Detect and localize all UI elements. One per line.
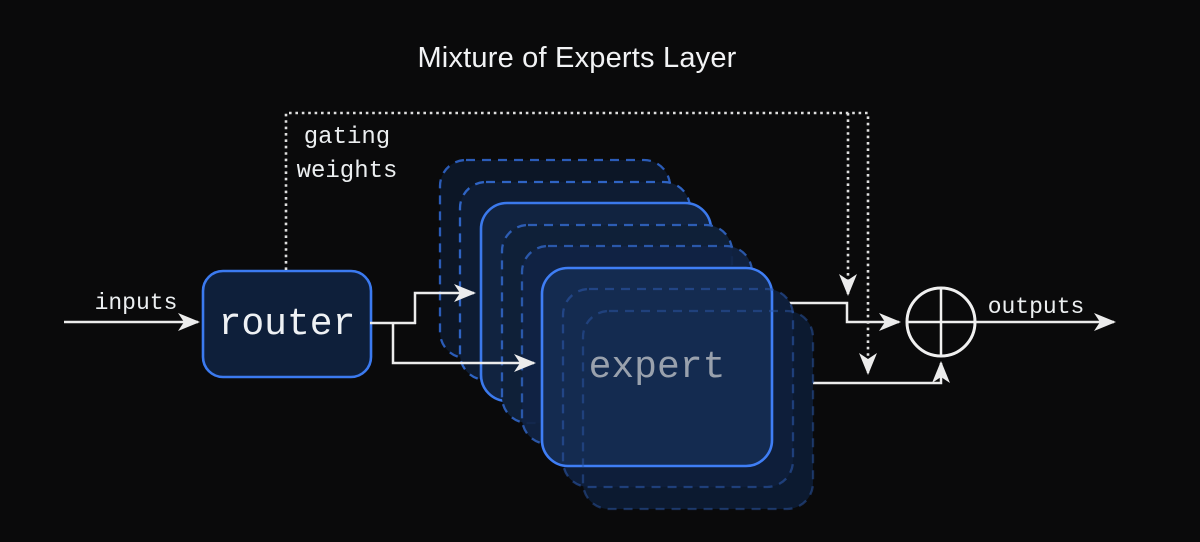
gating-weights-label: gating weights [285, 121, 409, 189]
inputs-label: inputs [94, 290, 178, 316]
gating-weights-dotted-path [284, 111, 877, 375]
gating-weights-line1: gating [303, 124, 391, 151]
expert-box-7-border [561, 287, 795, 489]
gating-weights-line2: weights [296, 158, 398, 185]
expert-box-6-front-solid [540, 266, 774, 468]
router-branch-lower-arrow [391, 322, 536, 372]
sum-node-circle-plus-icon [905, 286, 977, 358]
router-node-label: router [218, 302, 356, 346]
expert-box-8-border [581, 309, 815, 511]
router-branch-upper-arrow [413, 284, 476, 324]
expert-output-bottom-line [772, 361, 950, 385]
diagram-title: Mixture of Experts Layer [417, 42, 737, 74]
outputs-label: outputs [987, 294, 1085, 320]
expert-output-top-line [772, 301, 901, 331]
expert-node-label: expert [588, 345, 726, 389]
